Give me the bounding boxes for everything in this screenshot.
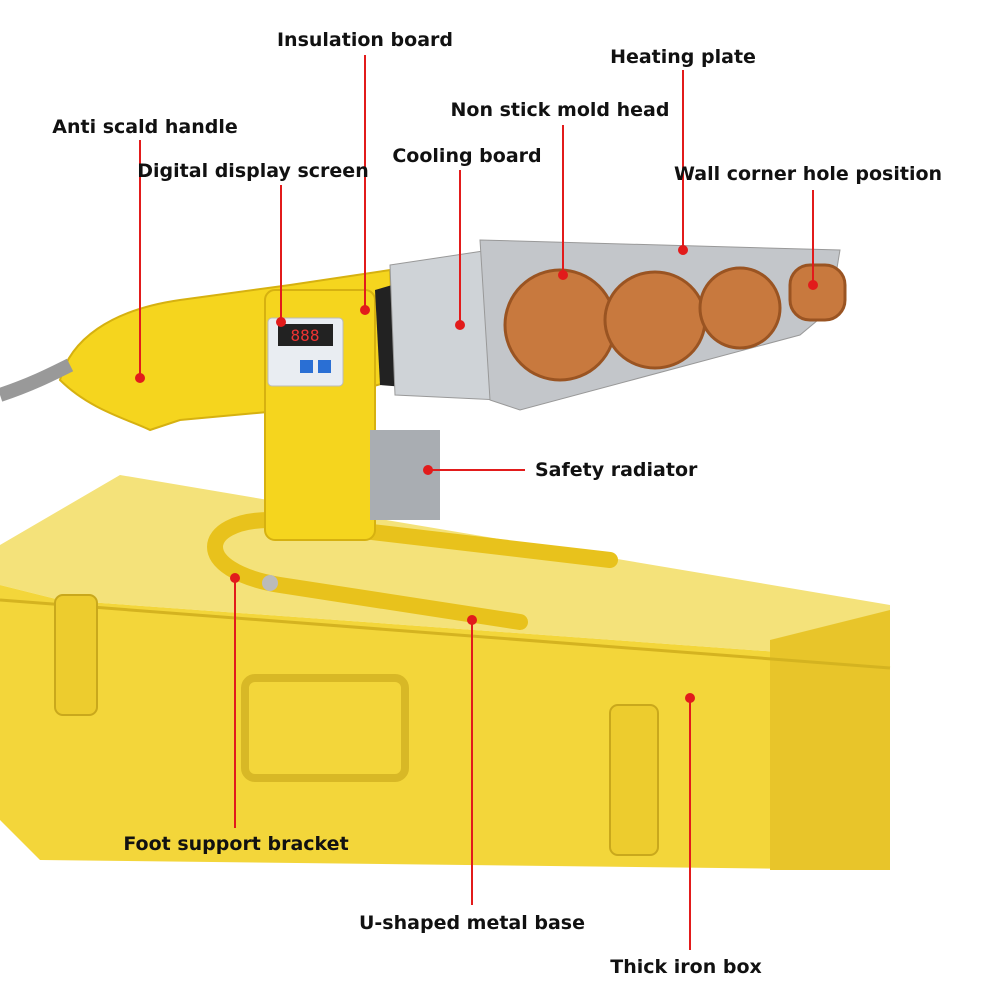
label-digital-display-screen: Digital display screen — [137, 160, 369, 182]
label-wall-corner-hole-position: Wall corner hole position — [673, 163, 943, 185]
label-anti-scald-handle: Anti scald handle — [52, 116, 238, 138]
label-safety-radiator: Safety radiator — [535, 459, 698, 481]
callout-dot-u-shaped-metal-base — [467, 615, 477, 625]
label-non-stick-mold-head: Non stick mold head — [450, 99, 670, 121]
cable — [0, 358, 74, 402]
box-handle — [241, 674, 409, 782]
display-readout: 888 — [291, 326, 320, 345]
latch-left — [54, 594, 98, 716]
u-shaped-base — [207, 511, 618, 630]
callout-dot-non-stick-mold-head — [558, 270, 568, 280]
callout-dot-digital-display-screen — [276, 317, 286, 327]
radiator-fins — [370, 430, 440, 520]
iron-box — [0, 475, 891, 870]
callout-lines — [135, 55, 818, 950]
label-heating-plate: Heating plate — [610, 46, 756, 68]
label-cooling-board: Cooling board — [392, 145, 542, 167]
callout-dot-wall-corner-hole-position — [808, 280, 818, 290]
welder-body: 888 — [0, 268, 440, 541]
callout-dot-anti-scald-handle — [135, 373, 145, 383]
label-thick-iron-box: Thick iron box — [610, 956, 762, 978]
up-button — [300, 360, 313, 373]
label-foot-support-bracket: Foot support bracket — [123, 833, 349, 855]
callout-dot-cooling-board — [455, 320, 465, 330]
latch-right — [609, 704, 659, 856]
callout-dot-foot-support-bracket — [230, 573, 240, 583]
down-button — [318, 360, 331, 373]
mold-heads — [503, 263, 847, 382]
callout-dot-heating-plate — [678, 245, 688, 255]
callout-dot-safety-radiator — [423, 465, 433, 475]
label-insulation-board: Insulation board — [276, 29, 454, 51]
label-u-shaped-metal-base: U-shaped metal base — [358, 912, 586, 934]
callout-dot-insulation-board — [360, 305, 370, 315]
callout-dot-thick-iron-box — [685, 693, 695, 703]
